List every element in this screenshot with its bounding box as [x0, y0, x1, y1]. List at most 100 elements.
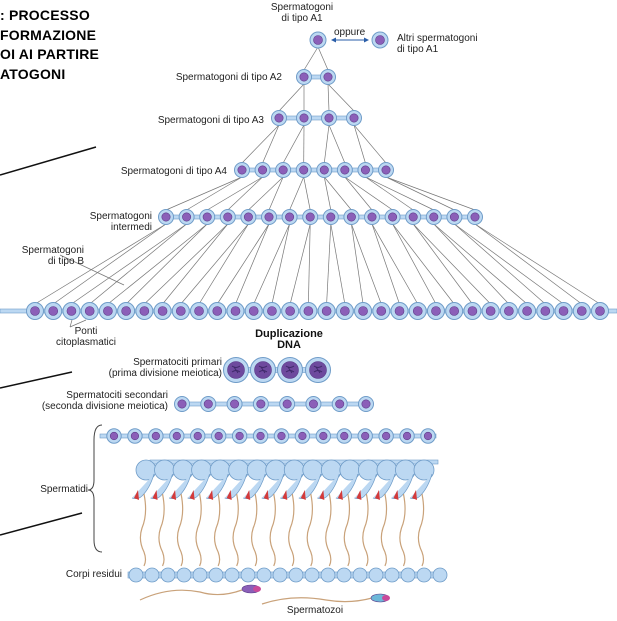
intermediate-cell-nucleus	[470, 212, 480, 222]
spermatid-tail	[232, 493, 239, 567]
label-altri-line2: di tipo A1	[397, 44, 439, 55]
lineage-line	[330, 223, 346, 305]
type-b-cell-nucleus	[522, 306, 532, 316]
early-spermatid-nucleus	[423, 431, 433, 441]
intermediate-cell-nucleus	[346, 212, 356, 222]
residual-body	[240, 567, 256, 583]
secondary-spermatocyte-cell-nucleus	[361, 399, 371, 409]
intermediate-cell-nucleus	[449, 212, 459, 222]
pointer-line-left	[0, 371, 73, 389]
page-title: : PROCESSO FORMAZIONE OI AI PARTIRE ATOG…	[0, 6, 170, 84]
early-spermatid-nucleus	[235, 431, 244, 441]
residual-body	[208, 567, 224, 583]
secondary-spermatocyte-cell-nucleus	[335, 399, 345, 409]
residual-body	[352, 567, 368, 583]
label-a1-line1: Spermatogoni	[270, 2, 334, 13]
title-line: ATOGONI	[0, 65, 66, 82]
type-b-cell-nucleus	[103, 306, 113, 316]
spermatozoon-tail	[261, 597, 373, 605]
lineage-line	[198, 223, 249, 305]
lineage-line	[317, 46, 329, 71]
lineage-line	[289, 223, 311, 305]
spermatid-tail	[343, 493, 351, 567]
a3-cell-nucleus	[324, 113, 334, 123]
residual-body	[272, 567, 288, 583]
label-intermedi-line1: Spermatogoni	[89, 211, 152, 222]
spermatid-tail	[176, 493, 184, 567]
lineage-line	[235, 223, 270, 305]
spermatid-brace	[87, 424, 103, 553]
residual-body	[160, 567, 176, 583]
lineage-line	[385, 176, 476, 211]
label-dup-line1: Duplicazione	[255, 328, 323, 340]
residual-body	[128, 567, 144, 583]
type-b-cell-nucleus	[340, 306, 350, 316]
lineage-line	[278, 83, 305, 112]
a4-cell-nucleus	[278, 165, 288, 175]
early-spermatid-nucleus	[256, 431, 265, 441]
lineage-line	[227, 176, 263, 211]
early-spermatid-nucleus	[361, 431, 370, 441]
spermatid-tail	[288, 493, 295, 567]
lineage-line	[262, 124, 280, 164]
lineage-line	[53, 223, 167, 305]
early-spermatid-nucleus	[193, 431, 202, 441]
residual-body	[432, 567, 448, 583]
residual-body	[256, 567, 272, 583]
lineage-line	[351, 223, 364, 305]
a3-bridge	[278, 115, 355, 121]
a4-cell-nucleus	[381, 165, 391, 175]
residual-body	[368, 567, 384, 583]
intermediate-cell-nucleus	[161, 212, 171, 222]
lineage-line	[392, 223, 455, 305]
oppure-arrowhead-left	[331, 37, 336, 43]
type-b-cell-nucleus	[431, 306, 441, 316]
lineage-line	[180, 223, 249, 305]
secondary-spermatocyte-cell-nucleus	[230, 399, 240, 409]
lineage-line	[371, 223, 419, 305]
secondary-spermatocyte-cell-nucleus	[203, 399, 213, 409]
label-a1-line2: di tipo A1	[281, 13, 323, 24]
a2-cell-nucleus	[299, 72, 309, 82]
residual-body	[416, 567, 432, 583]
label-a1: Spermatogoni di tipo A1	[262, 2, 342, 24]
elongating-spermatid-body	[413, 459, 435, 481]
type-b-cell-nucleus	[212, 306, 223, 316]
residual-body	[384, 567, 400, 583]
a3-cell-nucleus	[274, 113, 284, 123]
lineage-line	[353, 124, 366, 164]
label-ponti-line2: citoplasmatici	[55, 337, 117, 348]
intermediate-cell-nucleus	[264, 212, 274, 222]
spermatid-head	[412, 490, 417, 500]
early-spermatid-nucleus	[151, 431, 160, 441]
label-duplicazione: Duplicazione DNA	[244, 329, 334, 351]
early-spermatid-nucleus	[402, 431, 412, 441]
lineage-line	[454, 223, 564, 305]
label-ponti: Ponti citoplasmatici	[48, 326, 124, 348]
spermatid-tail	[195, 493, 202, 567]
lineage-line	[271, 223, 290, 305]
label-oppure: oppure	[334, 27, 366, 38]
spermatid-tail	[306, 493, 313, 567]
pointer-line	[69, 319, 87, 328]
lineage-line	[353, 124, 387, 164]
spermatid-head	[374, 490, 380, 500]
chromatin-mark	[258, 365, 268, 374]
lineage-line	[323, 124, 330, 164]
title-line: : PROCESSO	[0, 7, 90, 23]
label-a4: Spermatogoni di tipo A4	[120, 166, 227, 177]
label-secondari-line2: (seconda divisione meiotica)	[41, 401, 168, 412]
lineage-line	[89, 223, 187, 305]
lineage-line	[474, 223, 582, 305]
label-primari: Spermatociti primari (prima divisione me…	[80, 357, 222, 379]
early-spermatid-nucleus	[340, 431, 349, 441]
title-line: OI AI PARTIRE	[0, 46, 100, 62]
label-tipo-b-line2: di tipo B	[47, 256, 84, 267]
lineage-line	[303, 46, 319, 71]
type-b-cell-nucleus	[595, 306, 605, 316]
lineage-line	[248, 176, 284, 211]
label-secondari: Spermatociti secondari (seconda division…	[20, 390, 168, 412]
spermatid-tail	[417, 493, 425, 567]
lineage-line	[454, 223, 546, 305]
